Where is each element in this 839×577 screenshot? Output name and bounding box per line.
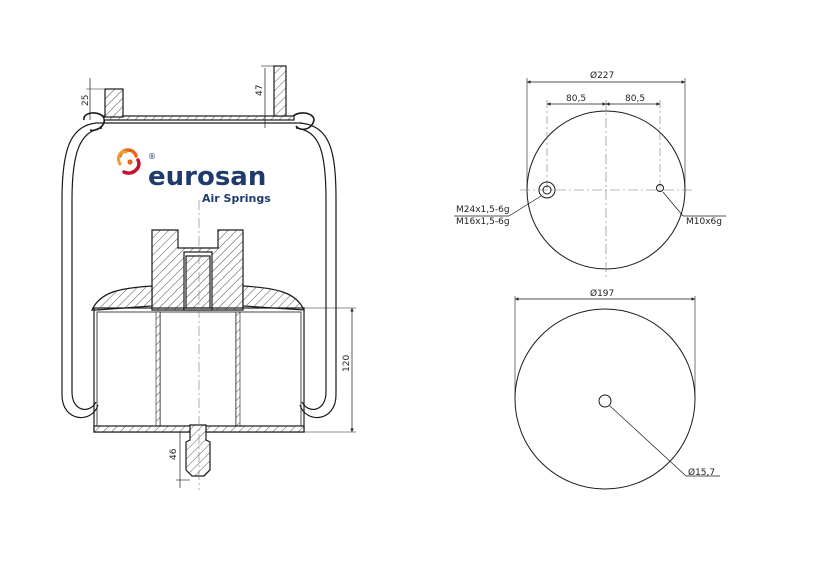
bottom-plate-circle [514, 308, 696, 490]
bellows-outer-right [299, 122, 337, 419]
top-stud-left [104, 88, 124, 118]
logo-wordmark: eurosan [148, 162, 266, 192]
top-stud-right [273, 65, 287, 117]
bellows-inner [71, 127, 103, 410]
bead-left [83, 112, 106, 132]
swirl-icon [116, 148, 141, 175]
piston-shoulder-right [242, 285, 305, 311]
dim-top-stud: 25 [81, 95, 91, 106]
bellows-inner-right [295, 127, 327, 410]
top-offset-left-label: 80,5 [566, 94, 586, 104]
dim-bottom-stud: 46 [169, 448, 179, 460]
section-view [61, 65, 356, 490]
dim-piston-height: 120 [342, 355, 352, 372]
thread-label-1: M24x1,5-6g [456, 205, 510, 215]
top-plate [103, 115, 295, 121]
piston-shoulder-left [91, 285, 153, 311]
eurosan-logo: ® eurosan Air Springs [116, 148, 271, 205]
bead-right [291, 112, 315, 131]
registered-mark: ® [148, 152, 156, 161]
top-diameter-label: Ø227 [590, 70, 614, 81]
stud-hole-inner [542, 185, 552, 195]
bottom-diameter-label: Ø197 [590, 288, 614, 299]
air-port-hole [656, 184, 664, 192]
top-view [454, 78, 726, 280]
top-offset-right-label: 80,5 [625, 94, 645, 104]
logo-tagline: Air Springs [202, 192, 271, 205]
air-port-label: M10x6g [686, 217, 722, 227]
dim-top-flange: 47 [255, 85, 265, 96]
hole-diameter-label: Ø15,7 [688, 467, 715, 478]
thread-label-2: M16x1,5-6g [456, 217, 510, 227]
bellows-outer [61, 122, 99, 419]
bottom-view [514, 296, 720, 490]
stud-hole-outer [538, 181, 556, 199]
bottom-stud [185, 424, 211, 477]
center-hole [598, 394, 612, 408]
